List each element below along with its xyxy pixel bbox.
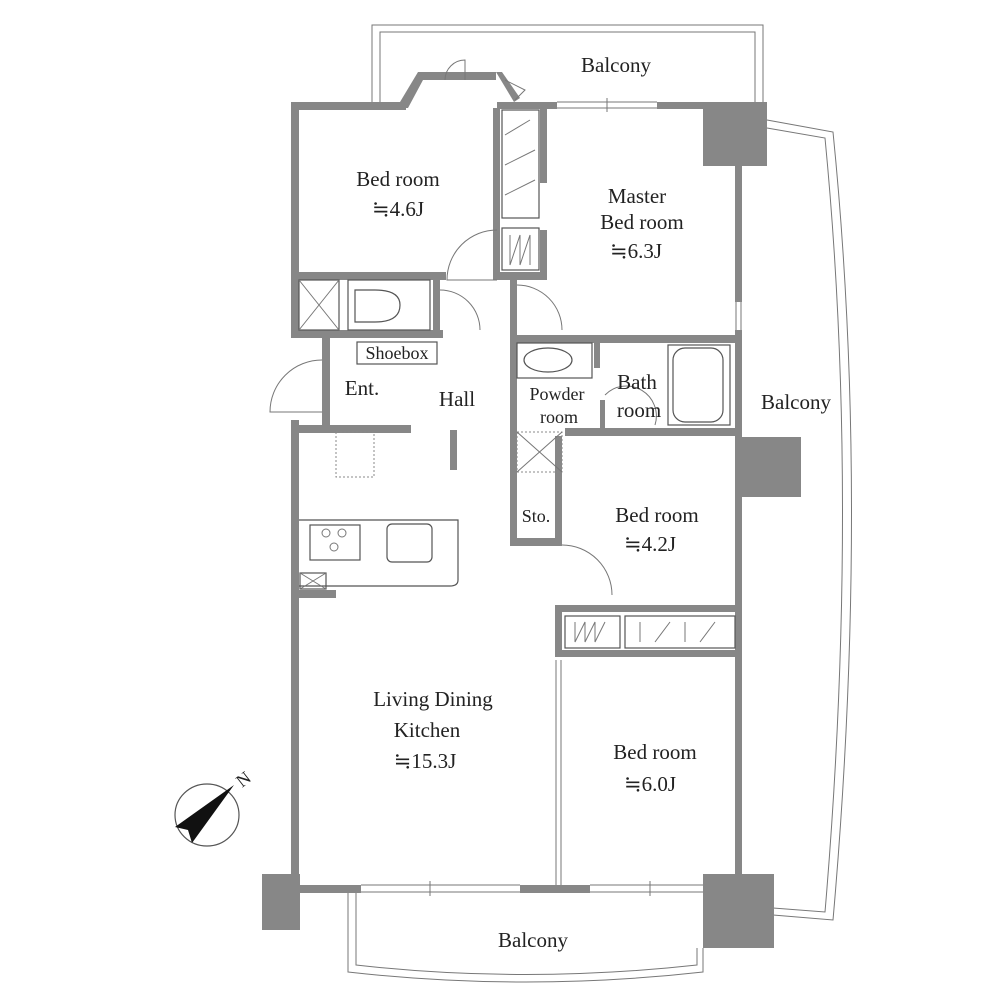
- room-area: ≒6.0J: [624, 772, 676, 796]
- room-ldk: Living Dining Kitchen ≒15.3J: [373, 687, 493, 773]
- room-master-bedroom: Master Bed room ≒6.3J: [600, 184, 683, 263]
- room-bedroom-e: Bed room ≒4.2J: [615, 503, 698, 556]
- doors: [269, 59, 657, 596]
- balcony-north: [371, 24, 764, 102]
- storage-label: Sto.: [522, 506, 551, 526]
- room-area: ≒15.3J: [394, 749, 457, 773]
- toilet-icon: [347, 279, 431, 331]
- room-name: Living Dining: [373, 687, 493, 711]
- walls: [262, 72, 801, 948]
- room-name-2: Kitchen: [394, 718, 461, 742]
- shoebox-label: Shoebox: [366, 343, 429, 363]
- room-name: Bed room: [613, 740, 696, 764]
- bath-room-label-2: room: [617, 398, 661, 422]
- closets: [501, 109, 736, 649]
- room-name: Bed room: [356, 167, 439, 191]
- balcony-east-label: Balcony: [761, 390, 831, 414]
- balcony-east: [766, 119, 852, 921]
- bath-room-label: Bath: [617, 370, 657, 394]
- room-bedroom-se: Bed room ≒6.0J: [613, 740, 696, 796]
- washbasin-icon: [516, 342, 593, 379]
- entrance-label: Ent.: [345, 376, 379, 400]
- north-arrow-icon: N: [174, 767, 255, 847]
- balcony-south-label: Balcony: [498, 928, 568, 952]
- room-name-2: Bed room: [600, 210, 683, 234]
- bathtub-icon: [667, 344, 731, 426]
- powder-room-label: Powder: [530, 384, 585, 404]
- room-area: ≒4.6J: [372, 197, 424, 221]
- room-area: ≒4.2J: [624, 532, 676, 556]
- laundry-space: [516, 431, 563, 473]
- sink-icon: [386, 523, 433, 563]
- stove-icon: [309, 524, 361, 561]
- room-name: Bed room: [615, 503, 698, 527]
- room-area: ≒6.3J: [610, 239, 662, 263]
- room-bedroom-nw: Bed room ≒4.6J: [356, 167, 439, 221]
- windows: [361, 98, 742, 896]
- hall-label: Hall: [439, 387, 475, 411]
- balcony-south: [347, 893, 704, 983]
- kitchen-counter: [299, 431, 459, 590]
- pipe-shaft: [298, 279, 340, 331]
- north-label: N: [232, 767, 255, 791]
- powder-room-label-2: room: [540, 407, 578, 427]
- room-name: Master: [608, 184, 666, 208]
- balcony-north-label: Balcony: [581, 53, 651, 77]
